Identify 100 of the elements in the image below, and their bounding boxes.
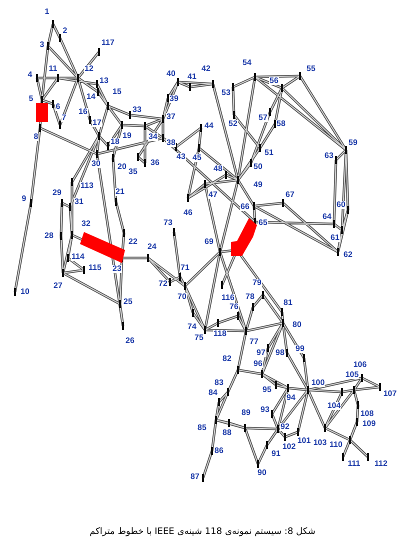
bus-number: 11 — [48, 65, 58, 73]
bus-number: 49 — [253, 181, 263, 189]
bus-number: 41 — [187, 73, 197, 81]
bus-number: 76 — [229, 303, 239, 311]
bus-number: 84 — [208, 389, 218, 397]
bus-number: 115 — [88, 264, 102, 272]
bus-number: 34 — [148, 133, 158, 141]
bus-number: 40 — [166, 70, 176, 78]
bus-number: 56 — [269, 77, 279, 85]
bus-number: 5 — [28, 95, 34, 103]
bus-number: 83 — [214, 379, 224, 387]
bus-number: 79 — [252, 279, 262, 287]
bus-number: 78 — [245, 293, 255, 301]
bus-number: 20 — [117, 163, 127, 171]
bus-number: 70 — [177, 293, 187, 301]
bus-number: 50 — [253, 163, 263, 171]
bus-number: 81 — [283, 299, 293, 307]
bus-number: 65 — [258, 219, 268, 227]
bus-number: 1 — [44, 8, 50, 16]
bus-number: 44 — [204, 122, 214, 130]
bus-number: 99 — [295, 345, 305, 353]
bus-number: 74 — [187, 323, 197, 331]
bus-number: 91 — [271, 450, 281, 458]
bus-number: 98 — [275, 349, 285, 357]
bus-number: 92 — [280, 423, 290, 431]
bus-number: 57 — [258, 114, 268, 122]
bus-number: 82 — [222, 355, 232, 363]
bus-number: 97 — [256, 349, 266, 357]
bus-number: 2 — [62, 27, 68, 35]
bus-number: 107 — [382, 390, 398, 398]
bus-number: 73 — [163, 219, 173, 227]
bus-number: 111 — [347, 460, 361, 468]
bus-number: 29 — [52, 189, 62, 197]
bus-number: 55 — [306, 65, 316, 73]
bus-number: 28 — [44, 232, 54, 240]
bus-number: 62 — [343, 251, 353, 259]
bus-number: 46 — [183, 209, 193, 217]
bus-number: 89 — [241, 409, 251, 417]
bus-number: 35 — [128, 168, 138, 176]
bus-number: 109 — [362, 420, 376, 428]
bus-number: 58 — [276, 120, 286, 128]
bus-number: 100 — [310, 379, 326, 387]
bus-number: 42 — [201, 65, 211, 73]
bus-number: 60 — [336, 201, 346, 209]
bus-number: 37 — [166, 113, 176, 121]
bus-number: 114 — [71, 253, 85, 261]
bus-number: 116 — [221, 294, 235, 302]
bus-number: 17 — [92, 119, 102, 127]
bus-number: 43 — [176, 153, 186, 161]
bus-number: 8 — [33, 133, 39, 141]
bus-number: 30 — [91, 160, 101, 168]
bus-number: 88 — [222, 429, 232, 437]
bus-number: 75 — [194, 334, 204, 342]
bus-number: 87 — [190, 473, 200, 481]
bus-number: 85 — [197, 424, 207, 432]
bus-number: 10 — [20, 288, 30, 296]
bus-number: 19 — [122, 132, 132, 140]
bus-number: 24 — [147, 243, 157, 251]
bus-number: 59 — [348, 139, 358, 147]
bus-number: 13 — [99, 77, 109, 85]
bus-number: 117 — [101, 39, 115, 47]
bus-number: 101 — [296, 437, 312, 445]
bus-number: 47 — [208, 191, 218, 199]
bus-number: 77 — [249, 338, 259, 346]
bus-number: 103 — [312, 439, 328, 447]
bus-number: 9 — [21, 195, 27, 203]
bus-number: 93 — [260, 406, 270, 414]
bus-number: 112 — [374, 460, 388, 468]
bus-number: 15 — [112, 88, 122, 96]
bus-number: 12 — [84, 65, 94, 73]
bus-number: 90 — [257, 469, 267, 477]
bus-number: 63 — [324, 152, 334, 160]
bus-number: 105 — [344, 371, 360, 379]
bus-number: 21 — [115, 188, 125, 196]
bus-number: 16 — [78, 108, 88, 116]
bus-number: 80 — [292, 321, 302, 329]
bus-number: 61 — [330, 234, 340, 242]
bus-number: 102 — [282, 443, 296, 451]
bus-number: 51 — [264, 149, 274, 157]
bus-number: 95 — [262, 386, 272, 394]
bus-number: 86 — [214, 447, 224, 455]
bus-number: 53 — [221, 89, 231, 97]
bus-number: 31 — [74, 198, 84, 206]
bus-number: 22 — [128, 238, 138, 246]
bus-number: 39 — [169, 95, 179, 103]
bus-number: 110 — [329, 441, 343, 449]
bus-number: 33 — [132, 106, 142, 114]
bus-number: 26 — [125, 337, 135, 345]
bus-number: 7 — [61, 114, 67, 122]
bus-number: 14 — [86, 93, 96, 101]
bus-number: 118 — [213, 330, 227, 338]
bus-number: 54 — [242, 59, 252, 67]
bus-number: 106 — [352, 361, 368, 369]
bus-number: 3 — [39, 41, 45, 49]
bus-number: 113 — [80, 182, 94, 190]
bus-number: 71 — [180, 264, 190, 272]
bus-number: 69 — [204, 238, 214, 246]
bus-number: 36 — [150, 159, 160, 167]
bus-number: 104 — [326, 402, 342, 410]
bus-number: 18 — [110, 138, 120, 146]
